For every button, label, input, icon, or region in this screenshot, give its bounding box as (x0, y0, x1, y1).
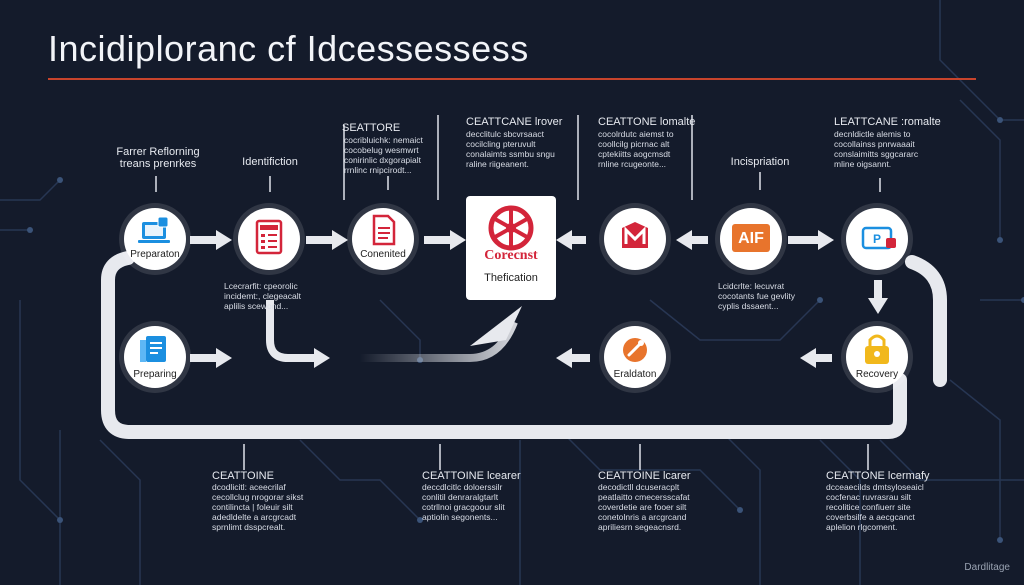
desc-line: decnldictle alemis to (834, 129, 911, 139)
eradication-description: cocolrdutc aiemst to coollcilg picrnac a… (598, 129, 702, 169)
recovery-description: decnldictle alemis to cocollainss pnrwaa… (834, 129, 944, 169)
desc-line: rnline rcugeonte... (598, 159, 667, 169)
desc-line: cptekiitts aogcmsdt (598, 149, 671, 159)
identification-description: Lcecrarfit: cpeorolic incidemt:, clegeac… (224, 281, 334, 311)
desc-line: dcodlicitl: aceecrilaf (212, 482, 286, 492)
desc-line: cocilcling pteruvult (466, 139, 536, 149)
desc-line: cocobelug wesmwrt (344, 145, 419, 155)
desc-line: conalaimts ssmbu sngu (466, 149, 555, 159)
desc-line: conlitil denraralgtarlt (422, 492, 499, 502)
recovery-node[interactable]: Recovery (846, 326, 908, 388)
laptop-icon (138, 216, 170, 243)
desc-line: coverdetie are fooer silt (598, 502, 687, 512)
desc-line: decclitulc sbcvrsaact (466, 129, 544, 139)
desc-line: aptiolin segonents... (422, 512, 498, 522)
desc-line: apriliesrn segeacnsrd. (598, 522, 682, 532)
central-caption: Thefication (484, 272, 538, 284)
label-line: treans prenrkes (119, 158, 197, 170)
bottom-label-3: CEATTOINE lcarer decodictll dcuseracplt … (598, 470, 722, 532)
bottom-label-4: CEATTONE lcermafy dcceaecilds dmtsylosea… (826, 470, 956, 532)
desc-line: cocolrdutc aiemst to (598, 129, 674, 139)
bottom-label-1: CEATTOINE dcodlicitl: aceecrilaf cecollc… (212, 470, 332, 532)
preparation-heading: Farrer Reflorning treans prenrkes (108, 146, 208, 170)
central-process-card[interactable]: Corecnst Thefication (466, 196, 556, 300)
bottom-label-2: CEATTOINE lcearer deccdlcitlc doloerssil… (422, 470, 542, 522)
desc-line: Lcidcrlte: lecuvrat (718, 281, 785, 291)
contained-description: cocribluichk: nemaict cocobelug wesmwrt … (344, 135, 444, 175)
node-label: Preparing (133, 369, 177, 380)
file-icon (140, 336, 166, 362)
wheel-icon (488, 205, 534, 251)
desc-line: cotrllnoi gracgoour slit (422, 502, 505, 512)
desc-line: cocribluichk: nemaict (344, 135, 423, 145)
desc-line: peatlaitto cmecersscafat (598, 492, 690, 502)
desc-line: incidemt:, clegeacalt (224, 291, 302, 301)
padlock-icon (865, 334, 889, 364)
central-brand-text: Corecnst (484, 248, 538, 263)
desc-line: cocfenac ruvrasrau silt (826, 492, 912, 502)
desc-line: coverbsilfe a aecgcanct (826, 512, 915, 522)
contained-node[interactable]: Conenited (352, 208, 414, 270)
desc-line: conetolnris a arcgrcand (598, 512, 687, 522)
title-divider (48, 78, 976, 80)
aif-label: AIF (738, 230, 764, 247)
bottom-heading: CEATTOINE lcearer (422, 470, 521, 482)
desc-line: adedldelte a arcgrcadt (212, 512, 297, 522)
bottom-heading: CEATTOINE lcarer (598, 470, 691, 482)
desc-line: cyplis dssaent... (718, 301, 779, 311)
svg-text:P: P (873, 232, 881, 246)
identification-node[interactable] (238, 208, 300, 270)
center-heading: CEATTCANE lrover (466, 116, 563, 128)
aif-icon (732, 224, 770, 252)
recovery-heading: LEATTCANE :romalte (834, 116, 941, 128)
desc-line: aplelion rlgcoment. (826, 522, 898, 532)
incription-node[interactable]: AIF (720, 208, 782, 270)
desc-line: aplilis scewond... (224, 301, 289, 311)
lock-code-icon: P (861, 226, 896, 250)
incription-description: Lcidcrlte: lecuvrat cocotants fue gevlit… (718, 281, 828, 311)
center-description: decclitulc sbcvrsaact cocilcling pteruvu… (466, 129, 576, 169)
desc-line: decodictll dcuseracplt (598, 482, 680, 492)
preparing-node[interactable]: Preparing (124, 326, 186, 388)
recovery-top-node[interactable]: P (846, 208, 908, 270)
desc-line: raline riigeanent. (466, 159, 529, 169)
desc-line: conirinlic dxgorapialt (344, 155, 422, 165)
node-label: Preparaton (130, 249, 180, 260)
label-line: Farrer Reflorning (116, 146, 200, 158)
desc-line: coollcilg picrnac alt (598, 139, 670, 149)
document-icon (372, 214, 396, 246)
desc-line: Lcecrarfit: cpeorolic (224, 281, 298, 291)
node-label: Conenited (360, 249, 406, 260)
preparation-node[interactable]: Preparaton (124, 208, 186, 270)
node-label: Eraldaton (613, 369, 657, 380)
desc-line: contilincta | foleuir silt (212, 502, 293, 512)
desc-line: cecollclug nrogorar sikst (212, 492, 304, 502)
desc-line: dcceaecilds dmtsyloseaicl (826, 482, 924, 492)
identification-heading: Identifiction (242, 156, 298, 168)
node-label: Recovery (855, 369, 899, 380)
watermark: Dardlitage (964, 562, 1010, 573)
contained-heading: SEATTORE (342, 122, 401, 134)
desc-line: rrnlinc rnipcirodt... (344, 165, 412, 175)
shield-m-icon (622, 222, 648, 248)
eradication-heading: CEATTONE lomalte (598, 116, 696, 128)
bottom-heading: CEATTOINE (212, 470, 274, 482)
desc-line: cocollainss pnrwaaait (834, 139, 915, 149)
tool-icon (623, 338, 647, 362)
eradication-node[interactable]: Eraldaton (604, 326, 666, 388)
desc-line: sprnlimt dsspcrealt. (212, 522, 286, 532)
desc-line: cocotants fue gevlity (718, 291, 796, 301)
document-checklist-icon (255, 219, 283, 255)
desc-line: deccdlcitlc doloerssilr (422, 482, 503, 492)
bottom-heading: CEATTONE lcermafy (826, 470, 930, 482)
desc-line: conslaimitts sggcararc (834, 149, 919, 159)
desc-line: mline oigsannt. (834, 159, 892, 169)
page-title: Incidiploranc cf Idcessessess (48, 28, 529, 69)
desc-line: recolitice confiuerr site (826, 502, 911, 512)
incription-heading: Incispriation (730, 156, 790, 168)
eradication-top-node[interactable] (604, 208, 666, 270)
